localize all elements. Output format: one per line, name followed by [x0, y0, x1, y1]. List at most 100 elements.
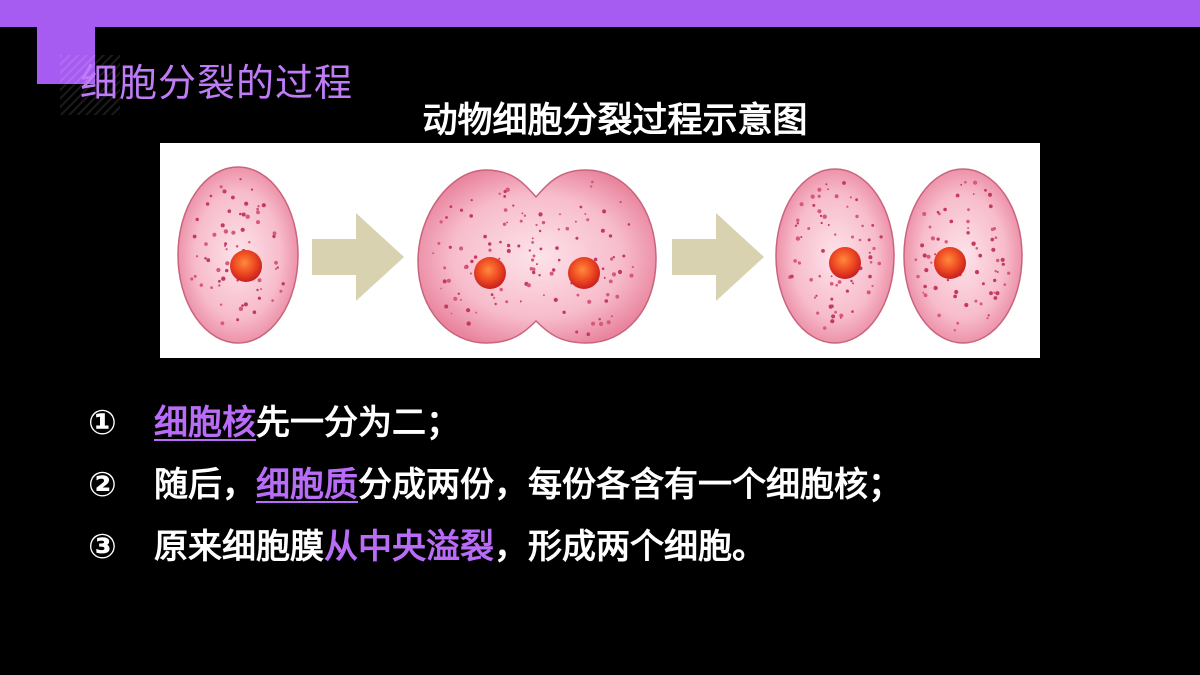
- granule: [995, 291, 1000, 296]
- granule: [971, 241, 976, 246]
- granule: [871, 224, 875, 227]
- granule: [256, 220, 260, 225]
- granule: [532, 270, 536, 275]
- granule: [627, 223, 631, 226]
- granule: [794, 224, 798, 227]
- cytoplasm-granules: [528, 180, 634, 336]
- granule: [579, 205, 583, 209]
- granule: [195, 255, 199, 258]
- granule: [629, 273, 634, 278]
- granule: [610, 257, 614, 261]
- highlight-term: 从中央溢裂: [324, 527, 494, 567]
- granule: [261, 203, 266, 208]
- granule: [967, 208, 970, 211]
- granule: [960, 183, 963, 186]
- granule: [223, 229, 229, 234]
- granule: [576, 293, 580, 297]
- granule: [555, 246, 559, 250]
- granule: [281, 282, 285, 286]
- granule: [488, 242, 492, 246]
- granule: [257, 278, 262, 283]
- granule: [916, 274, 920, 279]
- granule: [795, 236, 801, 241]
- granule: [224, 244, 227, 247]
- granule: [231, 195, 235, 200]
- granule: [608, 279, 613, 284]
- granule: [920, 243, 925, 248]
- granule: [850, 279, 853, 283]
- granule: [586, 218, 590, 222]
- granule: [975, 247, 979, 250]
- granule: [827, 224, 830, 226]
- granule: [449, 205, 453, 208]
- granule: [606, 320, 611, 325]
- granule: [928, 225, 932, 229]
- granule: [562, 310, 566, 314]
- granule: [256, 210, 260, 215]
- granule: [858, 238, 862, 242]
- highlight-term: 细胞质: [256, 465, 358, 505]
- nucleus: [568, 257, 600, 289]
- highlight-term: 细胞核: [154, 403, 256, 443]
- granule: [866, 290, 871, 295]
- granule: [526, 283, 531, 288]
- granule: [990, 227, 995, 232]
- cell-division-figure: [160, 143, 1040, 358]
- granule: [506, 249, 511, 253]
- granule: [604, 299, 609, 303]
- granule: [990, 237, 995, 242]
- granule: [974, 270, 980, 275]
- granule: [989, 291, 993, 296]
- granule: [817, 187, 822, 192]
- granule: [209, 194, 213, 198]
- point-prefix: 随后，: [154, 465, 256, 505]
- granule: [820, 221, 823, 225]
- point-prefix: 原来细胞膜: [154, 527, 324, 567]
- granule: [974, 299, 978, 303]
- granule: [505, 300, 509, 304]
- granule: [279, 289, 283, 293]
- granule: [851, 235, 854, 239]
- granule: [459, 208, 464, 212]
- cytoplasm-granules: [432, 187, 538, 326]
- granule: [987, 314, 990, 317]
- granule: [206, 258, 211, 263]
- granule: [557, 228, 560, 231]
- granule: [955, 193, 960, 198]
- granule: [541, 220, 546, 225]
- granule: [807, 227, 811, 230]
- granule: [512, 204, 515, 207]
- granule: [600, 228, 605, 233]
- granule: [453, 296, 458, 301]
- granule: [442, 279, 447, 284]
- granule: [812, 203, 816, 207]
- granule: [470, 259, 474, 264]
- granule: [536, 263, 538, 266]
- granule: [231, 230, 236, 235]
- granule: [276, 266, 279, 269]
- granule: [829, 282, 834, 286]
- granule: [821, 249, 825, 253]
- granule: [238, 306, 244, 311]
- corner-accent-block: [37, 22, 95, 84]
- granule: [964, 302, 969, 308]
- granule: [220, 223, 225, 228]
- nucleus: [230, 250, 262, 282]
- granule: [195, 217, 199, 222]
- granule: [598, 318, 601, 321]
- granule: [225, 261, 230, 266]
- granule: [823, 326, 827, 330]
- granule: [1001, 262, 1005, 266]
- granule: [274, 260, 278, 265]
- granule: [488, 248, 492, 252]
- nucleus: [829, 247, 861, 279]
- granule: [499, 240, 502, 244]
- granule: [459, 298, 462, 301]
- granule: [275, 268, 277, 270]
- granule: [446, 278, 451, 283]
- point-text: ，形成两个细胞。: [494, 527, 766, 567]
- granule: [517, 244, 521, 248]
- granule: [817, 209, 822, 214]
